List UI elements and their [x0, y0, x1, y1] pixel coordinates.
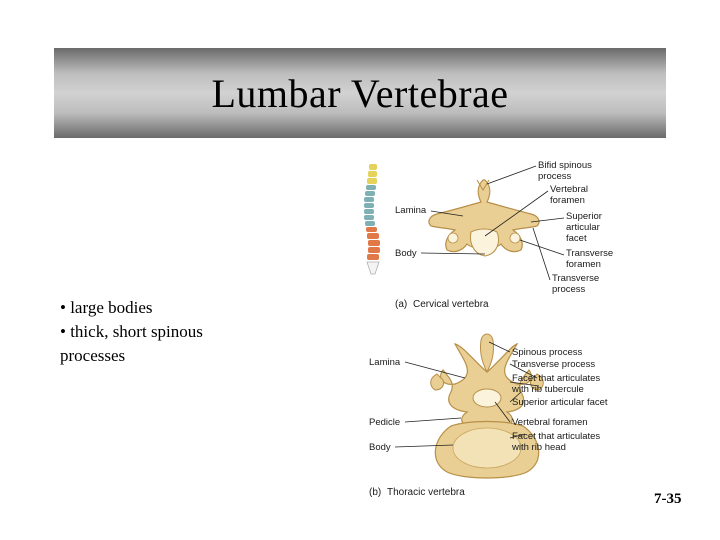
cervical-labels: Lamina Body Bifid spinous process Verteb…	[395, 160, 613, 310]
label-body-thoracic: Body	[369, 442, 391, 453]
label-bifid-spinous-1: Bifid spinous	[538, 160, 592, 171]
caption-thoracic-letter: (b)	[369, 487, 381, 498]
label-facet-rib-head-2: with rib head	[511, 442, 566, 453]
spine-column-thumbnail	[364, 164, 380, 275]
bullet-item: • large bodies	[60, 298, 153, 317]
label-lamina-cervical: Lamina	[395, 205, 427, 216]
label-superior-facet-1: Superior	[566, 211, 602, 222]
label-vertebral-foramen-1: Vertebral	[550, 184, 588, 195]
vertebrae-illustration: Lamina Body Bifid spinous process Verteb…	[364, 160, 613, 498]
label-pedicle: Pedicle	[369, 417, 400, 428]
label-lamina-thoracic: Lamina	[369, 357, 401, 368]
label-facet-rib-head-1: Facet that articulates	[512, 431, 600, 442]
label-superior-facet-3: facet	[566, 233, 587, 244]
label-spinous-process: Spinous process	[512, 347, 582, 358]
page-number: 7-35	[654, 491, 682, 507]
label-vertebral-foramen-2: foramen	[550, 195, 585, 206]
title-bar: Lumbar Vertebrae	[54, 48, 666, 138]
caption-cervical-letter: (a)	[395, 299, 407, 310]
caption-cervical: Cervical vertebra	[413, 299, 489, 310]
label-superior-facet-2: articular	[566, 222, 600, 233]
bullet-list: • large bodies • thick, short spinous pr…	[60, 296, 340, 368]
label-body-cervical: Body	[395, 248, 417, 259]
slide-title: Lumbar Vertebrae	[211, 70, 509, 116]
bullet-item: processes	[60, 346, 126, 365]
label-bifid-spinous-2: process	[538, 171, 572, 182]
bullet-item: • thick, short spinous	[60, 322, 203, 341]
label-facet-tubercule-2: with rib tubercule	[511, 384, 584, 395]
label-vertebral-foramen-thoracic: Vertebral foramen	[512, 417, 588, 428]
thoracic-vertebra-drawing	[430, 333, 544, 479]
label-transverse-process-2: process	[552, 284, 586, 295]
thoracic-labels: Lamina Pedicle Body Spinous process Tran…	[369, 341, 608, 498]
label-transverse-foramen-2: foramen	[566, 259, 601, 270]
vertebrae-figure: Lamina Body Bifid spinous process Verteb…	[355, 150, 675, 505]
cervical-vertebra-drawing	[428, 179, 540, 257]
label-transverse-process-1: Transverse	[552, 273, 599, 284]
label-superior-articular-facet: Superior articular facet	[512, 397, 608, 408]
label-transverse-foramen-1: Transverse	[566, 248, 613, 259]
label-facet-tubercule-1: Facet that articulates	[512, 373, 600, 384]
label-transverse-process: Transverse process	[512, 359, 595, 370]
caption-thoracic: Thoracic vertebra	[387, 487, 465, 498]
